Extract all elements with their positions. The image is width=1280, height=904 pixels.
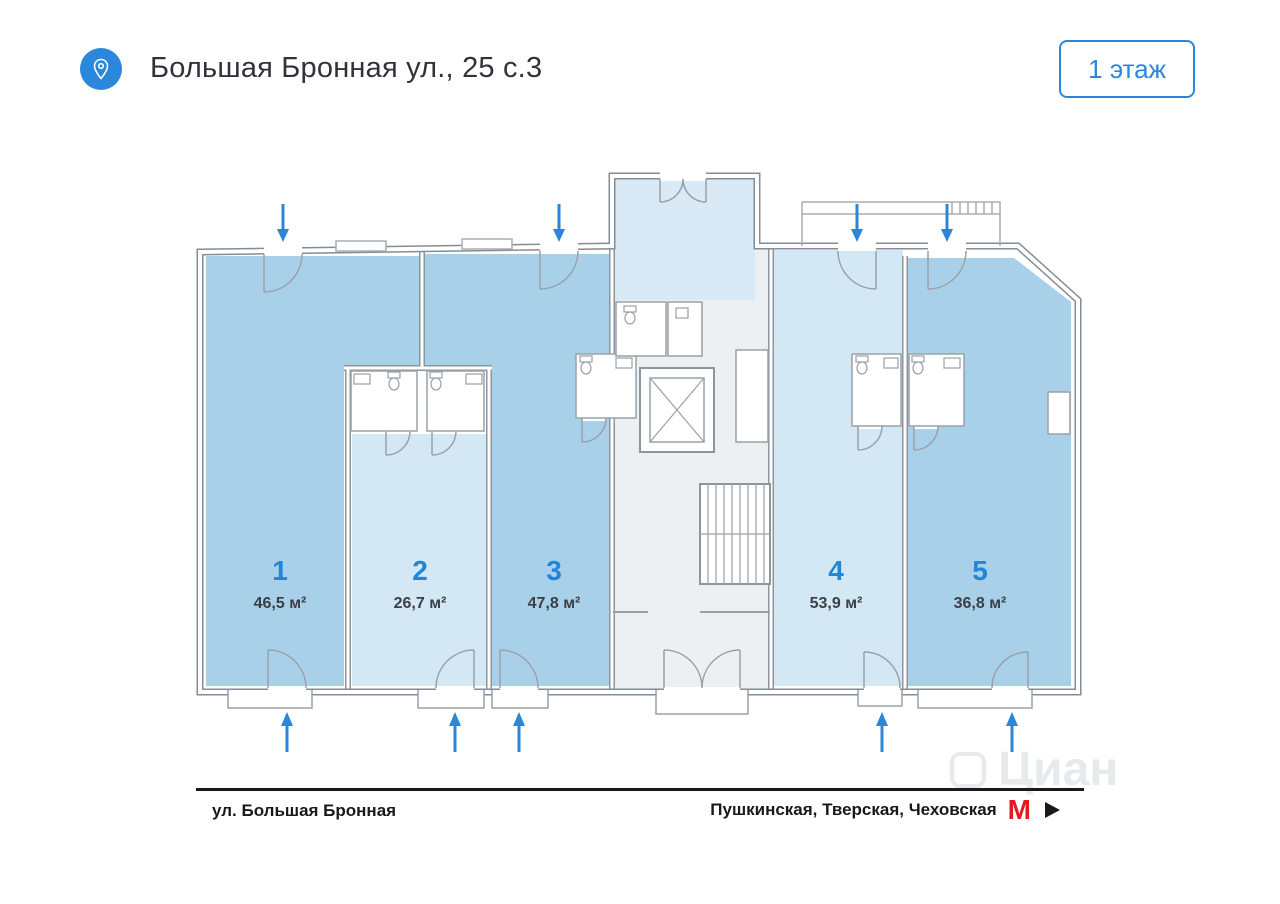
- unit-5-area: [907, 258, 1071, 686]
- pin-glyph: [93, 58, 109, 80]
- unit-1-number: 1: [272, 555, 288, 586]
- watermark-text: Циан: [998, 743, 1119, 796]
- unit-5-number: 5: [972, 555, 988, 586]
- metro-info: Пушкинская, Тверская, Чеховская М: [710, 796, 1062, 824]
- entrance-arrows: [277, 204, 1018, 752]
- door-arcs: [263, 178, 1029, 689]
- entrance-arrow-bottom-4: [876, 712, 888, 752]
- unit-1-area: [206, 256, 422, 686]
- metro-stations: Пушкинская, Тверская, Чеховская: [710, 800, 997, 819]
- floor-badge[interactable]: 1 этаж: [1059, 40, 1195, 98]
- entrance-arrow-top-5: [941, 204, 953, 242]
- location-pin-icon: [80, 48, 122, 90]
- direction-arrow-icon: [1045, 802, 1060, 818]
- unit-3-area: [424, 254, 610, 686]
- entrance-arrow-top-1: [277, 204, 289, 242]
- entrance-arrow-top-3: [553, 204, 565, 242]
- unit-labels: 1 46,5 м² 2 26,7 м² 3 47,8 м² 4 53,9 м² …: [254, 555, 1007, 612]
- unit-2-number: 2: [412, 555, 428, 586]
- page-title: Большая Бронная ул., 25 с.3: [150, 52, 543, 84]
- stairs: [699, 483, 771, 585]
- unit-3-number: 3: [546, 555, 562, 586]
- watermark: Циан: [948, 742, 1118, 797]
- core-area-right: [755, 248, 770, 302]
- entrance-tower-area: [613, 178, 755, 300]
- entrance-arrow-bottom-1: [281, 712, 293, 752]
- unit-2-area-label: 26,7 м²: [394, 595, 447, 612]
- entrance-arrow-top-4: [851, 204, 863, 242]
- unit-fills: [206, 178, 1071, 690]
- elevator: [639, 367, 715, 453]
- unit-4-area-label: 53,9 м²: [810, 595, 863, 612]
- street-label: ул. Большая Бронная: [212, 801, 397, 820]
- unit-1-area-label: 46,5 м²: [254, 595, 307, 612]
- bathroom-fixtures: [353, 355, 961, 391]
- unit-3-area-label: 47,8 м²: [528, 595, 581, 612]
- niche-unit-5: [1047, 391, 1071, 435]
- entrance-arrow-bottom-5: [1006, 712, 1018, 752]
- core-rooms: [615, 301, 769, 443]
- entrance-arrow-bottom-3: [513, 712, 525, 752]
- outer-walls: [196, 172, 1082, 696]
- unit-5-area-label: 36,8 м²: [954, 595, 1007, 612]
- unit-2-area: [352, 434, 487, 686]
- terrace: [801, 201, 1001, 246]
- unit-4-number: 4: [828, 555, 844, 586]
- metro-logo: М: [1007, 794, 1031, 825]
- watermark-logo-icon: [950, 751, 986, 788]
- shaft-room: [735, 349, 769, 443]
- street-line: [196, 788, 1084, 791]
- entrance-arrow-bottom-2: [449, 712, 461, 752]
- window-bays: [335, 238, 513, 252]
- core-fixtures: [623, 305, 689, 325]
- unit-4-area: [774, 250, 903, 686]
